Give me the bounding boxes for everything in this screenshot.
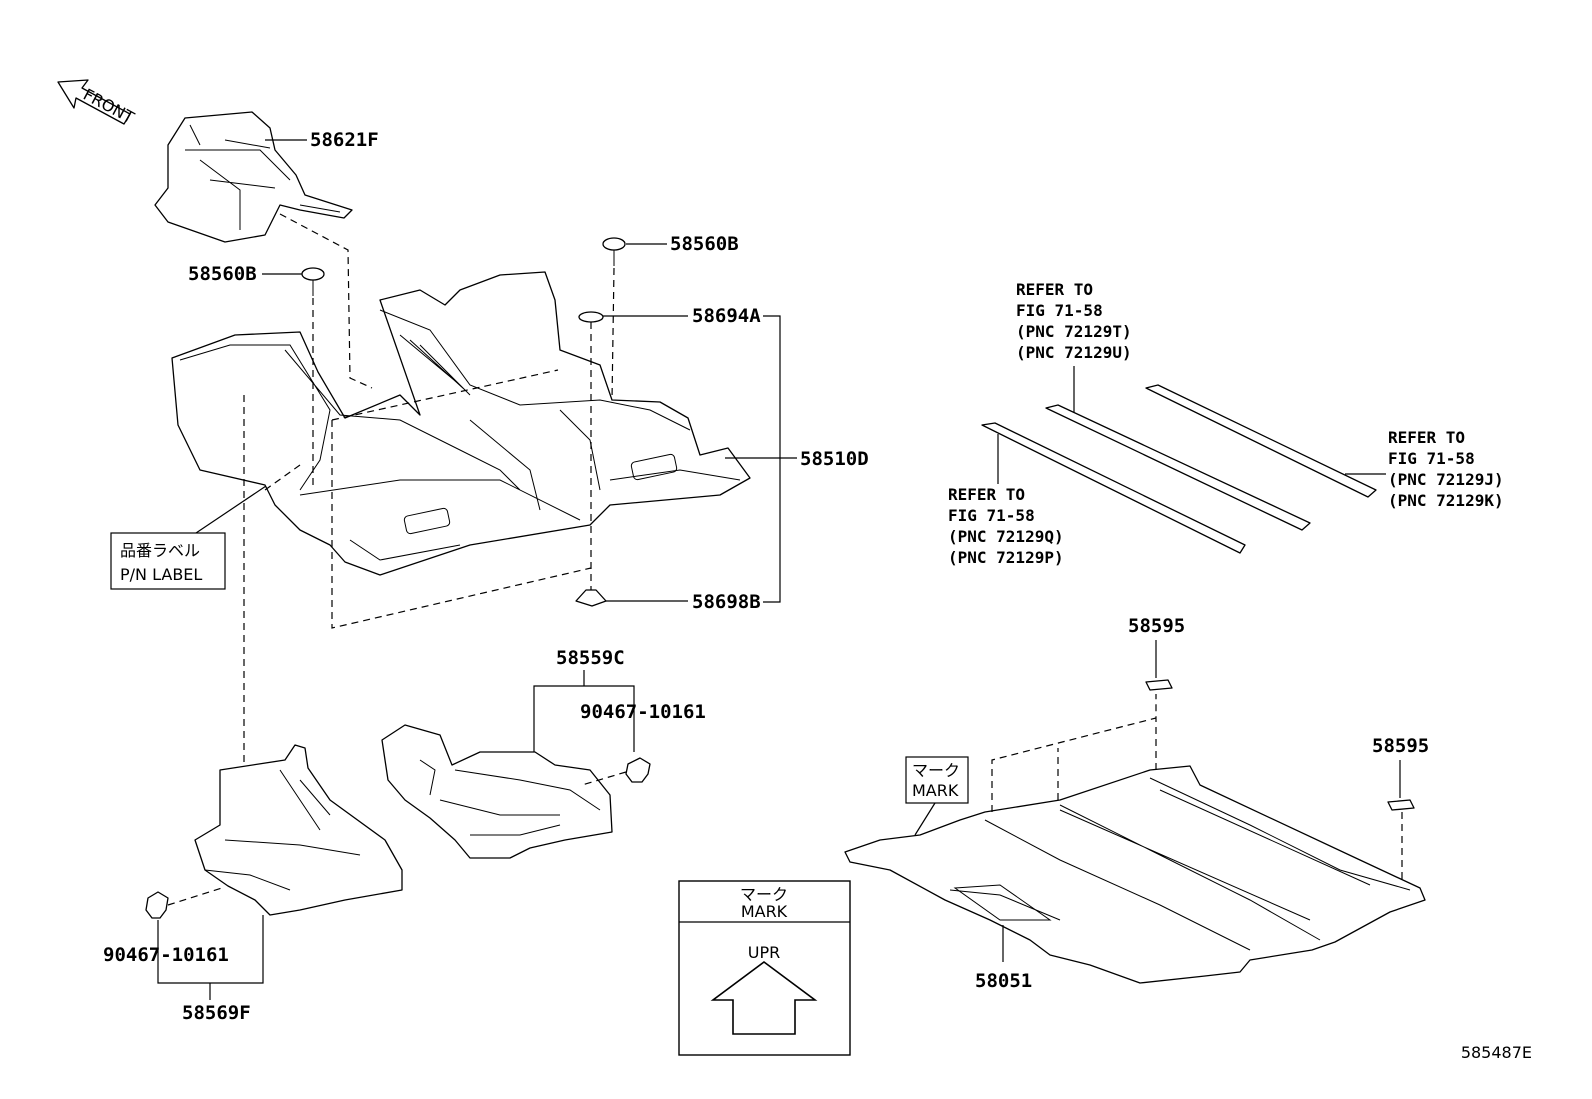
front-arrow-icon: FRONT (57, 79, 138, 128)
clip-90467-10161-left[interactable] (145, 891, 169, 919)
callout-58560B-left: 58560B (188, 263, 257, 285)
svg-text:REFER TO: REFER TO (948, 485, 1025, 504)
callout-58559C: 58559C (556, 647, 625, 669)
bracket-58559C (533, 670, 635, 752)
svg-text:(PNC 72129P): (PNC 72129P) (948, 548, 1064, 567)
front-carpet-58569F[interactable] (194, 744, 403, 916)
scuff-strip-right[interactable] (1145, 384, 1377, 498)
svg-text:(PNC 72129J): (PNC 72129J) (1388, 470, 1504, 489)
svg-text:FIG 71-58: FIG 71-58 (948, 506, 1035, 525)
alignment-90467-left (167, 887, 223, 906)
callout-58560B-top: 58560B (670, 233, 739, 255)
scuff-strip-left[interactable] (981, 422, 1246, 554)
callout-58694A: 58694A (692, 305, 761, 327)
bracket-58510D (763, 315, 797, 603)
callout-58051: 58051 (975, 970, 1032, 992)
callout-58698B: 58698B (692, 591, 761, 613)
mark-label-jp: マーク (912, 761, 960, 780)
clip-58698B[interactable] (575, 589, 607, 607)
svg-text:REFER TO: REFER TO (1016, 280, 1093, 299)
svg-text:FIG 71-58: FIG 71-58 (1388, 449, 1475, 468)
legend-mark-en: MARK (741, 902, 788, 921)
clip-58560B-top[interactable] (602, 237, 626, 266)
alignment-90467-right (581, 771, 627, 786)
figure-id: 585487E (1461, 1043, 1532, 1062)
svg-text:(PNC 72129T): (PNC 72129T) (1016, 322, 1132, 341)
legend-upr: UPR (748, 943, 780, 962)
up-arrow-icon (710, 961, 818, 1035)
pad-58595-top[interactable] (1145, 679, 1173, 691)
leader-mark-label (914, 802, 936, 836)
rear-carpet-58559C[interactable] (381, 724, 613, 859)
leader-pn-label (195, 485, 267, 534)
svg-text:(PNC 72129Q): (PNC 72129Q) (948, 527, 1064, 546)
mark-label-en: MARK (912, 781, 959, 800)
svg-text:REFER TO: REFER TO (1388, 428, 1465, 447)
callout-58569F: 58569F (182, 1002, 251, 1024)
refer-note-top: REFER TO FIG 71-58 (PNC 72129T) (PNC 721… (1016, 280, 1132, 362)
floor-carpet-58510D[interactable] (171, 271, 751, 576)
svg-text:(PNC 72129U): (PNC 72129U) (1016, 343, 1132, 362)
pn-label-box: 品番ラベル P/N LABEL (110, 532, 226, 590)
alignment-lines-rear (991, 694, 1403, 880)
scuff-strip-middle[interactable] (1045, 404, 1311, 531)
grommet-58694A[interactable] (578, 311, 604, 323)
callout-58595-right: 58595 (1372, 735, 1429, 757)
alignment-lines-upper (243, 213, 615, 765)
mark-label-box: マーク MARK (905, 756, 969, 804)
callout-58621F: 58621F (310, 129, 379, 151)
callout-58510D: 58510D (800, 448, 869, 470)
insulator-58621F[interactable] (154, 111, 353, 243)
svg-text:(PNC 72129K): (PNC 72129K) (1388, 491, 1504, 510)
legend-mark-box: マーク MARK UPR (678, 880, 851, 1056)
pn-label-jp: 品番ラベル (120, 541, 200, 560)
front-label: FRONT (80, 85, 137, 128)
refer-note-left: REFER TO FIG 71-58 (PNC 72129Q) (PNC 721… (948, 485, 1064, 567)
bracket-58569F (157, 915, 264, 1000)
svg-text:FIG 71-58: FIG 71-58 (1016, 301, 1103, 320)
clip-58560B-left[interactable] (301, 267, 325, 296)
legend-mark-jp: マーク (740, 885, 788, 904)
callout-90467-10161-right: 90467-10161 (580, 701, 706, 723)
refer-note-right: REFER TO FIG 71-58 (PNC 72129J) (PNC 721… (1388, 428, 1504, 510)
callout-90467-10161-left: 90467-10161 (103, 944, 229, 966)
pad-58595-right[interactable] (1387, 799, 1415, 811)
pn-label-en: P/N LABEL (120, 565, 202, 584)
callout-58595-top: 58595 (1128, 615, 1185, 637)
clip-90467-10161-right[interactable] (625, 757, 651, 783)
